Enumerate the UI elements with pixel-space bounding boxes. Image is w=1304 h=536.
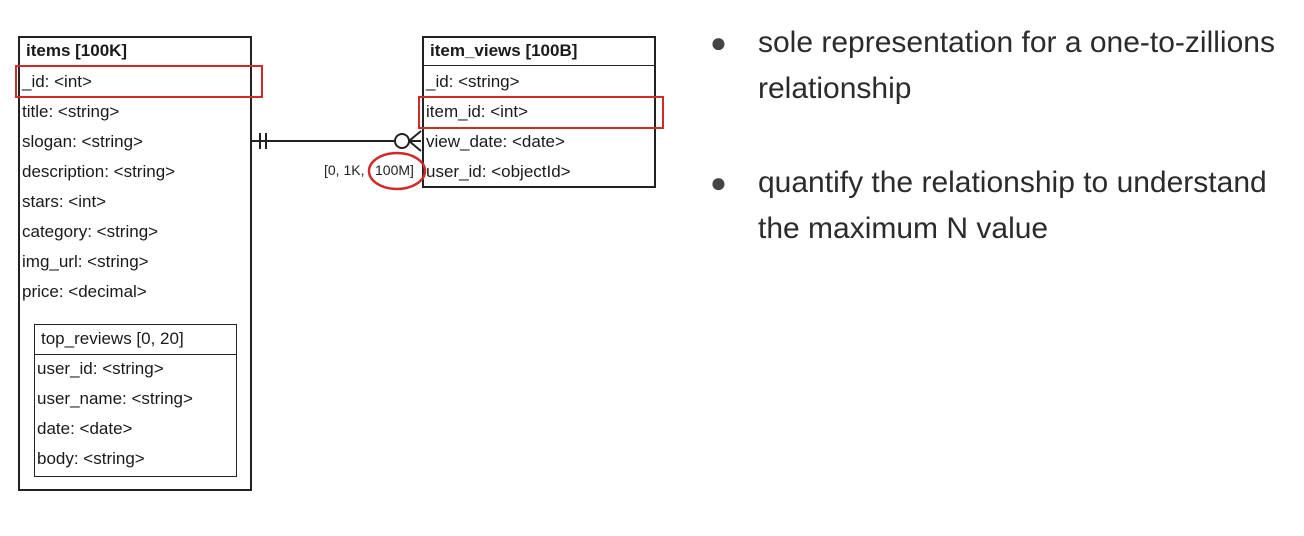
items-field-id: _id: <int> <box>22 72 92 91</box>
cardinality-prefix: [0, 1K, <box>324 162 365 178</box>
item-views-field-view-date: view_date: <date> <box>426 132 565 151</box>
bullet-list: ● sole representation for a one-to-zilli… <box>710 20 1300 300</box>
zero-marker-circle <box>394 133 410 149</box>
bullet-text: sole representation for a one-to-zillion… <box>758 26 1275 105</box>
items-field-slogan: slogan: <string> <box>22 132 143 151</box>
bullet-text: quantify the relationship to understand … <box>758 166 1267 245</box>
items-field-price: price: <decimal> <box>22 282 147 301</box>
item-views-field-item-id: item_id: <int> <box>426 102 529 121</box>
bullet-item: ● quantify the relationship to understan… <box>710 160 1300 252</box>
bullet-dot-icon: ● <box>710 27 727 58</box>
items-field-category: category: <string> <box>22 222 159 241</box>
items-field-title: title: <string> <box>22 102 120 121</box>
top-reviews-field-user-name: user_name: <string> <box>37 389 193 408</box>
item-views-entity: item_views [100B] _id: <string> item_id:… <box>422 36 656 188</box>
top-reviews-field-date: date: <date> <box>37 419 133 438</box>
cardinality-max-highlight <box>367 151 427 191</box>
bullet-dot-icon: ● <box>710 167 727 198</box>
item-views-field-id: _id: <string> <box>426 72 520 91</box>
top-reviews-field-user-id: user_id: <string> <box>37 359 164 378</box>
top-reviews-entity: top_reviews [0, 20] user_id: <string> us… <box>34 324 237 477</box>
top-reviews-title: top_reviews [0, 20] <box>35 325 236 355</box>
items-entity: items [100K] _id: <int> title: <string> … <box>18 36 252 491</box>
items-field-description: description: <string> <box>22 162 176 181</box>
cardinality-max: 100M] <box>375 162 414 178</box>
item-views-entity-title: item_views [100B] <box>424 38 654 66</box>
items-field-img-url: img_url: <string> <box>22 252 149 271</box>
top-reviews-field-body: body: <string> <box>37 449 145 468</box>
items-field-stars: stars: <int> <box>22 192 107 211</box>
item-views-field-user-id: user_id: <objectId> <box>426 162 571 181</box>
crowfoot-upper <box>408 130 422 142</box>
crowfoot-lower <box>408 140 422 152</box>
bullet-item: ● sole representation for a one-to-zilli… <box>710 20 1300 112</box>
